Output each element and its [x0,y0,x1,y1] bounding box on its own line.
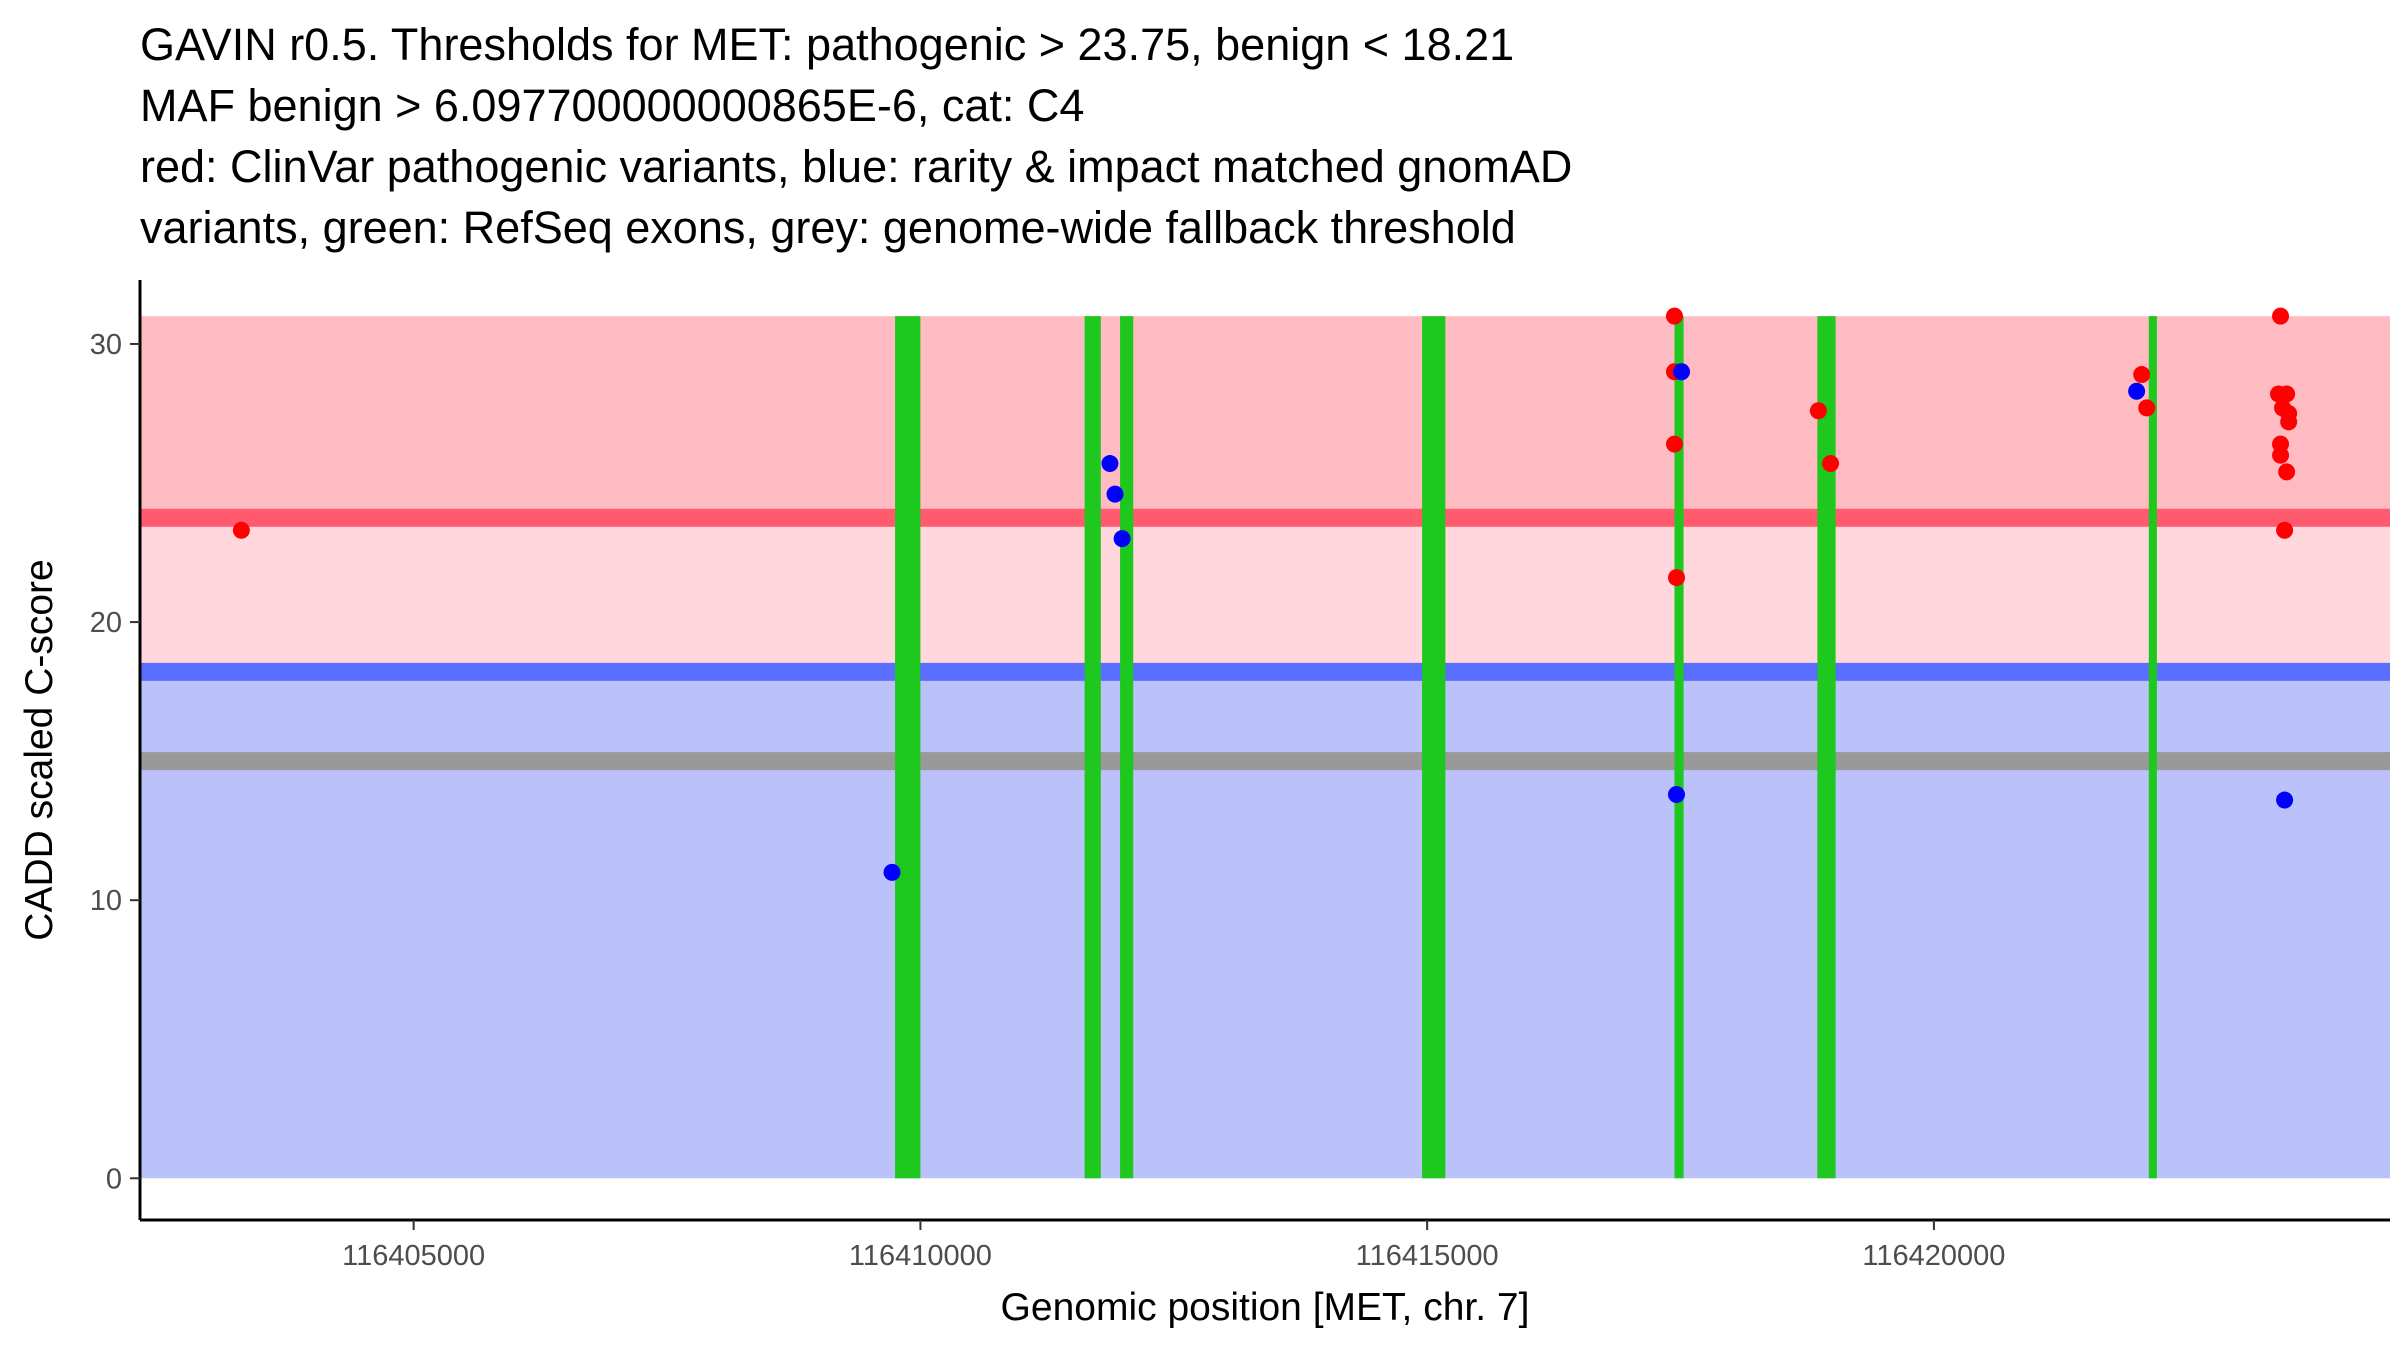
clinvar-pathogenic-point [2276,521,2294,539]
clinvar-pathogenic-point [2138,399,2156,417]
exon-bar [2148,316,2157,1179]
exon-bar [895,316,921,1179]
y-tick-label: 10 [90,885,122,917]
clinvar-pathogenic-point [2272,307,2290,325]
gnomad-variant-point [883,863,901,881]
axes: 116405000 116410000 116415000 116420000 0 10 2… [90,280,2390,1272]
threshold-bands [140,316,2390,1179]
y-tick-label: 30 [90,329,122,361]
chart-title-line-4: variants, green: RefSeq exons, grey: gen… [140,202,1516,253]
exon-bar [1817,316,1836,1179]
x-tick-label: 116420000 [1862,1240,2005,1272]
chart-title-line-2: MAF benign > 6.097700000000865E-6, cat: … [140,80,1085,131]
exon-bar [1674,316,1684,1179]
clinvar-pathogenic-point [2278,463,2296,481]
y-tick-label: 20 [90,607,122,639]
pathogenic-zone [140,316,2390,518]
clinvar-pathogenic-point [1665,435,1683,453]
gnomad-variant-point [2128,382,2146,400]
intermediate-zone [140,517,2390,672]
gnomad-variant-point [1101,455,1119,473]
chart-title: GAVIN r0.5. Thresholds for MET: pathogen… [140,14,2340,258]
pathogenic-threshold-line [140,508,2390,527]
clinvar-pathogenic-point [1667,569,1685,587]
clinvar-pathogenic-point [1665,307,1683,325]
exon-bar [1422,316,1446,1179]
x-axis-title: Genomic position [MET, chr. 7] [1001,1286,1530,1329]
clinvar-pathogenic-point [1822,455,1840,473]
x-tick-label: 116405000 [342,1240,485,1272]
fallback-threshold-line [140,752,2390,771]
clinvar-pathogenic-point [2272,446,2290,464]
chart-title-line-1: GAVIN r0.5. Thresholds for MET: pathogen… [140,19,1515,70]
chart-title-line-3: red: ClinVar pathogenic variants, blue: … [140,141,1573,192]
clinvar-pathogenic-point [2280,413,2298,431]
gnomad-variant-point [1113,530,1131,548]
clinvar-pathogenic-point [232,521,250,539]
x-tick-label: 116415000 [1356,1240,1499,1272]
clinvar-pathogenic-point [2133,366,2151,384]
benign-zone [140,671,2390,1179]
x-tick-label: 116410000 [849,1240,992,1272]
exon-bar [1084,316,1101,1179]
y-axis-title: CADD scaled C-score [18,559,61,940]
gnomad-variant-point [1667,785,1685,803]
benign-threshold-line [140,662,2390,681]
gnomad-variant-point [2276,791,2294,809]
clinvar-pathogenic-point [1809,402,1827,420]
clinvar-pathogenic-point [2278,385,2296,403]
y-tick-label: 0 [106,1163,122,1195]
gnomad-variant-point [1673,363,1691,381]
variant-points [232,307,2298,881]
exon-bars [895,316,2157,1179]
exon-bar [1120,316,1134,1179]
gnomad-variant-point [1106,485,1124,503]
